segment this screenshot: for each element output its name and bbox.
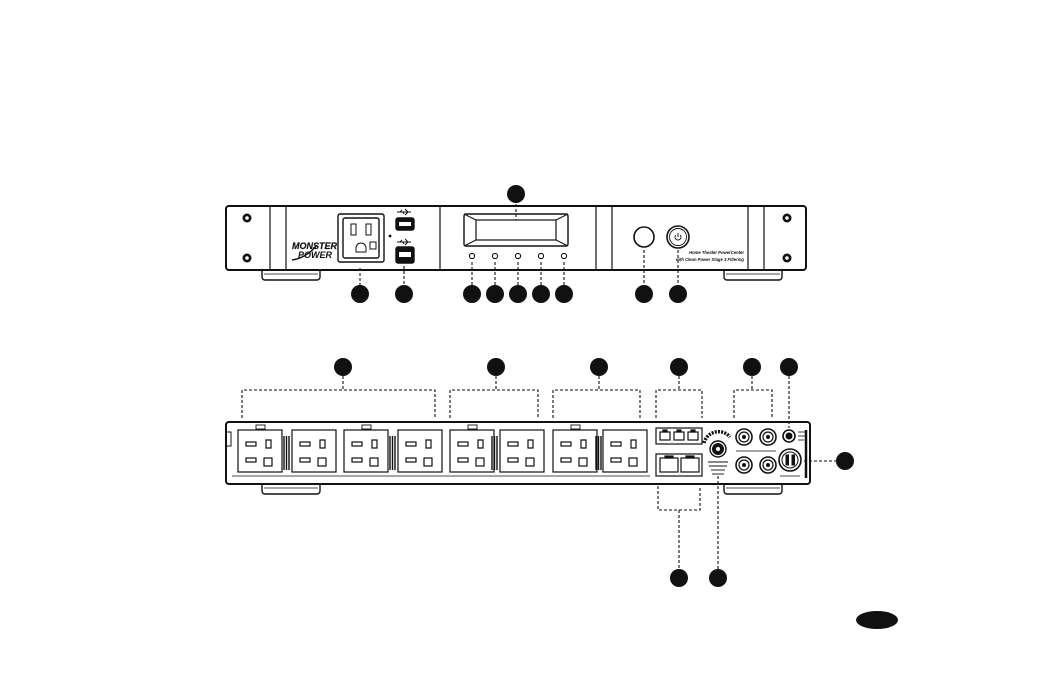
breaker-icon xyxy=(778,429,805,477)
dimmer-button xyxy=(633,226,655,248)
group-separator xyxy=(595,436,602,470)
phone-jack-block xyxy=(655,427,703,477)
brand-line-1: MONSTER xyxy=(292,241,338,251)
display-window xyxy=(463,213,569,247)
indicator-led xyxy=(468,252,568,260)
rear-callouts xyxy=(241,376,836,570)
brand-logo: MONSTER POWER xyxy=(291,241,338,261)
group-separator xyxy=(283,436,290,470)
rear-outlet-icon xyxy=(499,429,545,473)
group-separator xyxy=(491,436,498,470)
front-callouts xyxy=(359,204,679,286)
rear-outlet-icon xyxy=(397,429,443,473)
page-number-badge xyxy=(856,611,898,629)
rear-outlet-icon xyxy=(237,429,283,473)
ground-screw-icon xyxy=(702,429,732,475)
rear-outlet-icon xyxy=(552,429,598,473)
coax-jack-icon xyxy=(735,428,777,474)
rear-outlet-icon xyxy=(449,429,495,473)
callout-marker xyxy=(351,185,687,303)
power-button xyxy=(666,225,690,249)
group-separator xyxy=(389,436,396,470)
usb-port-2 xyxy=(395,246,415,264)
callout-marker xyxy=(334,358,854,587)
caption-line-1: Home Theater PowerCenter xyxy=(689,250,744,255)
rear-outlet-icon xyxy=(602,429,648,473)
rear-outlets xyxy=(237,424,648,473)
power-icon xyxy=(674,233,682,241)
caption-line-2: with Clean Power Stage 3 Filtering xyxy=(676,257,745,262)
coax-jack-block xyxy=(735,428,777,474)
usb-port-1 xyxy=(395,217,415,231)
usb-icon xyxy=(397,208,411,246)
rear-outlet-icon xyxy=(291,429,337,473)
phone-jack-icon xyxy=(659,429,699,441)
front-panel xyxy=(225,205,807,281)
front-outlet-icon xyxy=(337,213,385,263)
rear-outlet-icon xyxy=(343,429,389,473)
network-jack-block xyxy=(655,453,703,477)
brand-line-2: POWER xyxy=(298,250,333,260)
